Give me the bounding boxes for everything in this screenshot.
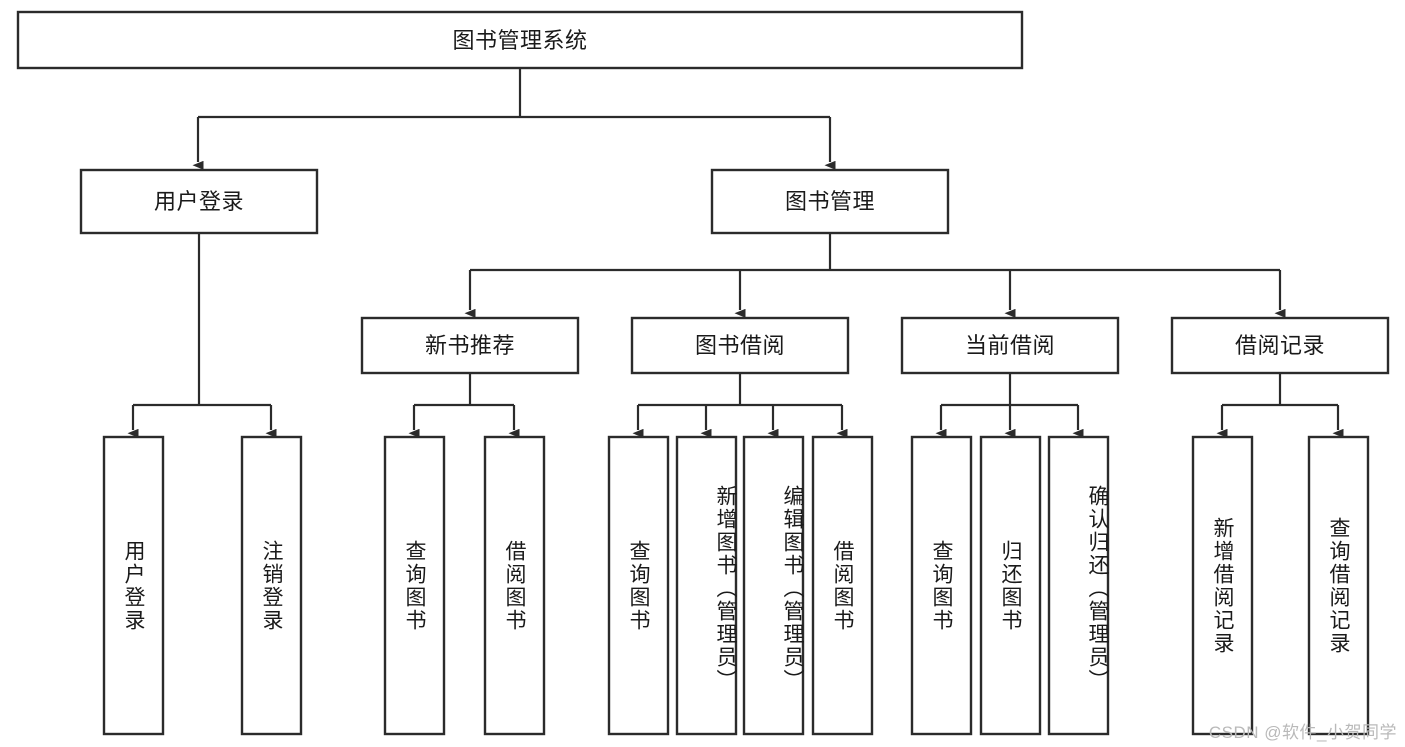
node-borrow-record-label: 借阅记录 (1235, 333, 1325, 358)
connectors-userlogin-to-leaves (127, 233, 277, 438)
leaf-box-borrow-book-1[interactable] (483, 435, 546, 736)
node-root-label: 图书管理系统 (452, 28, 587, 53)
node-user-login-label: 用户登录 (154, 189, 244, 214)
leaf-box-query-book-2[interactable] (607, 435, 670, 736)
node-book-manage[interactable]: 图书管理 (710, 168, 950, 235)
leaf-box-add-record[interactable] (1191, 435, 1254, 736)
leaf-box-query-record[interactable] (1307, 435, 1370, 736)
leaf-box-borrow-book-2[interactable] (811, 435, 874, 736)
leaf-box-add-book[interactable] (675, 435, 738, 736)
leaf-box-confirm-return[interactable] (1047, 435, 1110, 736)
leaf-box-user-login[interactable] (102, 435, 165, 736)
node-current-borrow-label: 当前借阅 (965, 333, 1055, 358)
node-root[interactable]: 图书管理系统 (16, 10, 1024, 70)
node-current-borrow[interactable]: 当前借阅 (900, 316, 1120, 375)
connectors-currentborrow-to-leaves (935, 373, 1084, 438)
node-book-borrow-label: 图书借阅 (695, 333, 785, 358)
node-book-manage-label: 图书管理 (785, 189, 875, 214)
node-user-login[interactable]: 用户登录 (79, 168, 319, 235)
leaf-box-query-book-3[interactable] (910, 435, 973, 736)
watermark: CSDN @软件_小贺同学 (1208, 723, 1397, 742)
connectors-borrowrecord-to-leaves (1216, 373, 1344, 438)
leaf-box-edit-book[interactable] (742, 435, 805, 736)
connectors-root-to-level2 (192, 68, 836, 170)
leaf-box-logout-login[interactable] (240, 435, 303, 736)
connectors-bookborrow-to-leaves (632, 373, 848, 438)
node-new-book-recommend[interactable]: 新书推荐 (360, 316, 580, 375)
leaf-box-query-book-1[interactable] (383, 435, 446, 736)
leaf-box-return-book[interactable] (979, 435, 1042, 736)
node-book-borrow[interactable]: 图书借阅 (630, 316, 850, 375)
connectors-bookmanage-to-level3 (464, 233, 1286, 318)
connectors-newbook-to-leaves (408, 373, 520, 438)
node-borrow-record[interactable]: 借阅记录 (1170, 316, 1390, 375)
node-new-book-recommend-label: 新书推荐 (425, 333, 515, 358)
